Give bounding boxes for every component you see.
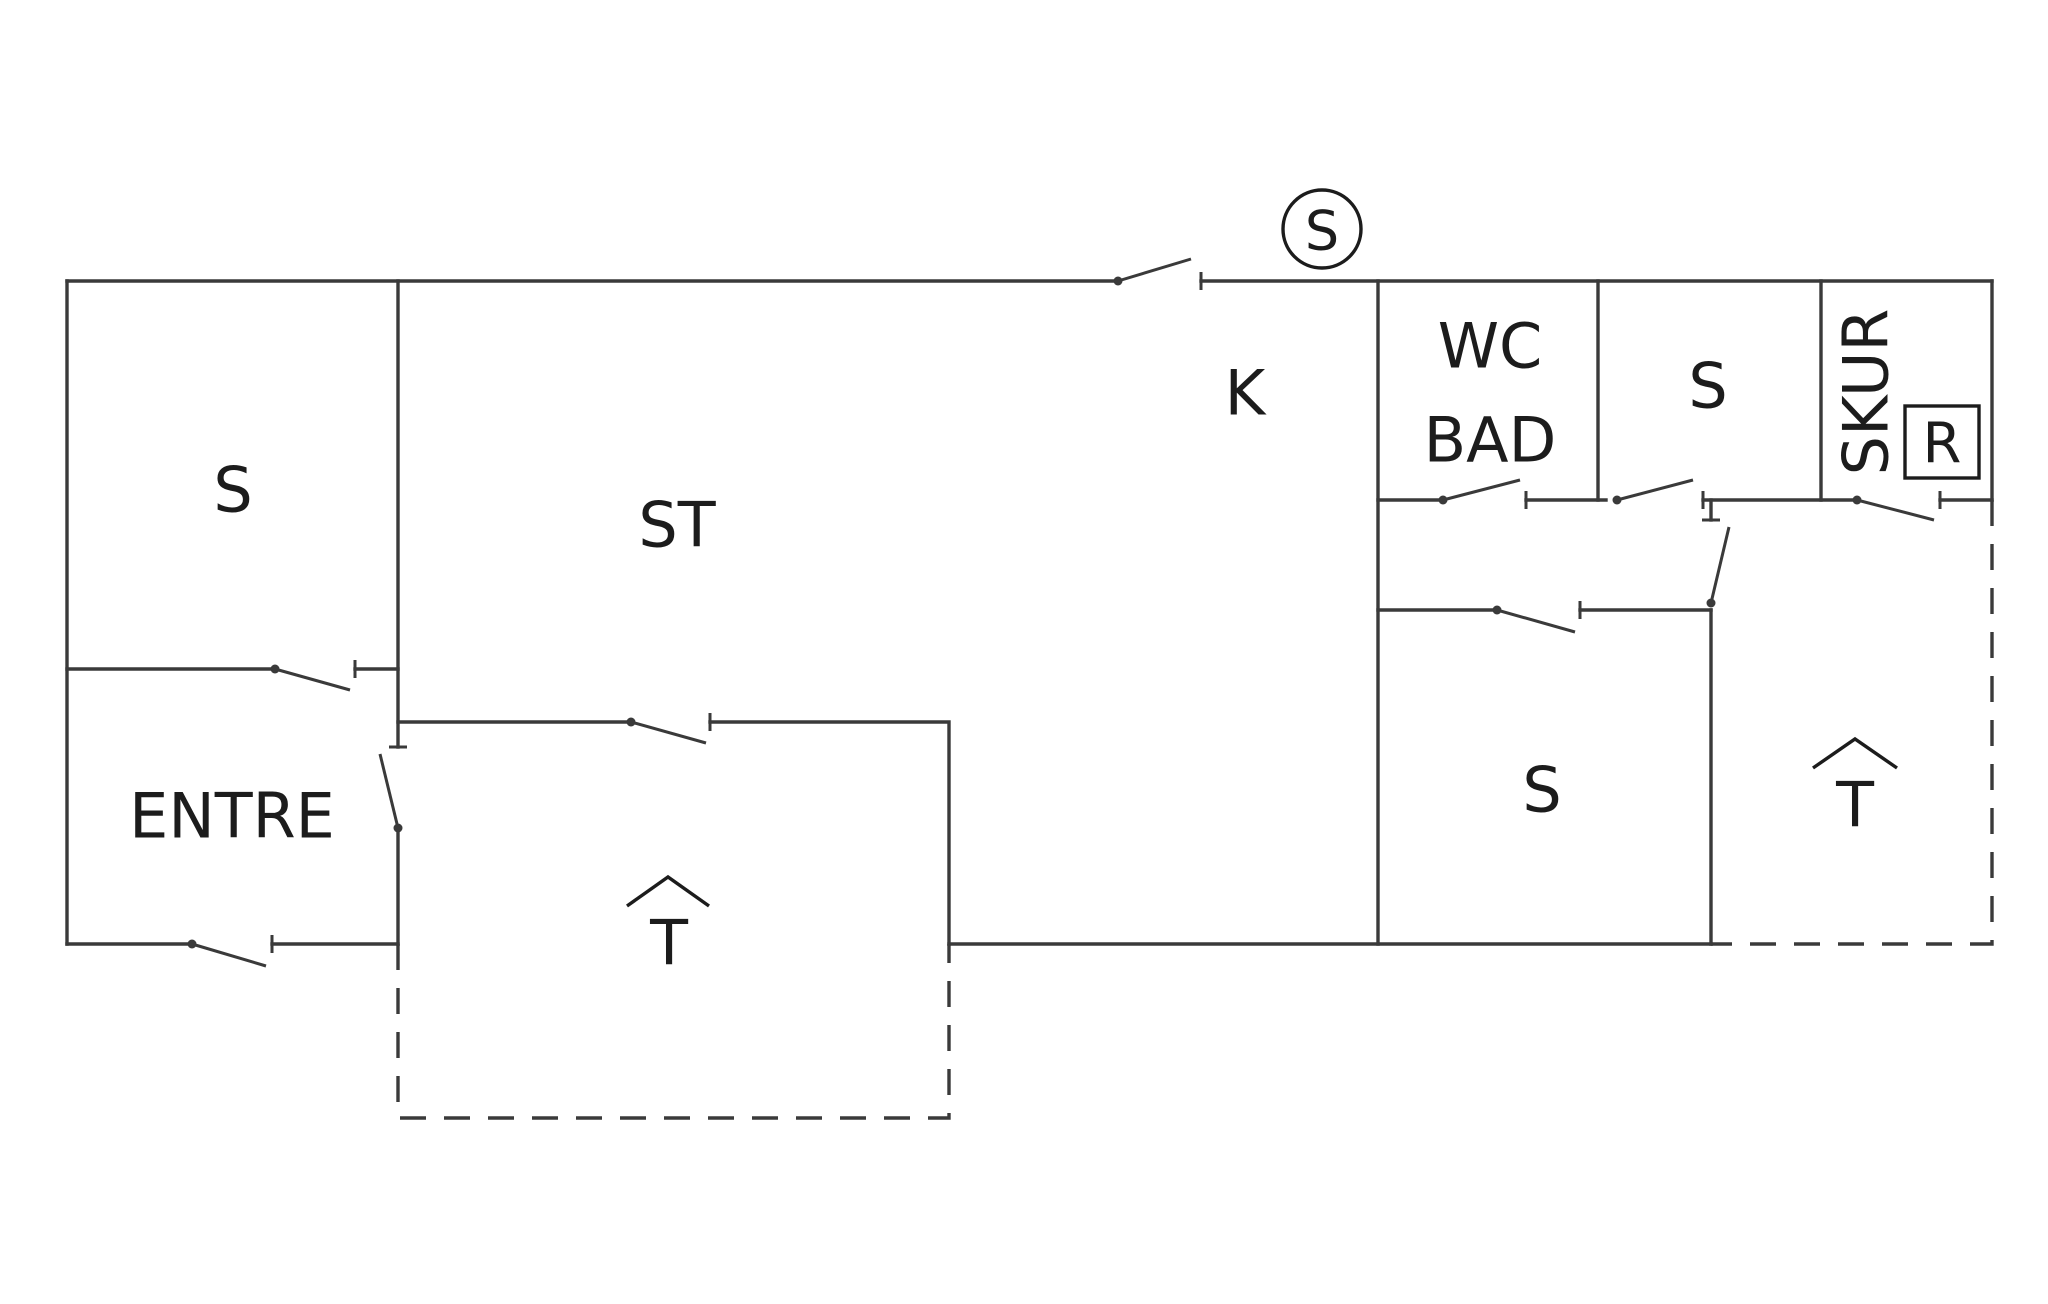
- terrace-left-arrow-icon: [626, 874, 710, 908]
- terrace-right-outline: [1711, 500, 1994, 946]
- room-label-entrance: ENTRE: [129, 780, 335, 853]
- door-main-entrance: [1113, 257, 1203, 290]
- room-labels: S ST K WC BAD S SKUR S ENTRE T T: [129, 309, 1902, 980]
- terrace-outlines: [396, 500, 1994, 1120]
- walls: [65, 279, 1994, 946]
- room-label-bad: BAD: [1424, 404, 1557, 477]
- entrance-mark-label: S: [1305, 200, 1339, 263]
- room-label-living: ST: [638, 489, 716, 562]
- door-corridor-terrace: [1702, 518, 1731, 608]
- door-s-entre: [270, 660, 357, 692]
- doors: [187, 257, 1942, 968]
- wall-terrace-top: [396, 720, 951, 946]
- room-label-bedroom-mid: S: [1688, 350, 1727, 423]
- door-wc: [1438, 478, 1528, 509]
- room-label-terrace-left: T: [649, 907, 689, 980]
- door-bedroom-right: [1492, 601, 1582, 634]
- door-s-mid: [1612, 478, 1705, 509]
- door-skur: [1852, 491, 1942, 522]
- room-label-bedroom-left: S: [213, 454, 252, 527]
- door-living-terrace: [626, 713, 712, 745]
- shed-mark-label: R: [1923, 412, 1962, 477]
- room-label-shed: SKUR: [1830, 309, 1903, 476]
- entrance-mark-circle: [1281, 188, 1363, 270]
- room-label-wc: WC: [1438, 310, 1543, 383]
- room-label-bedroom-right: S: [1522, 754, 1561, 827]
- room-label-kitchen: K: [1225, 357, 1267, 430]
- terrace-right-arrow-icon: [1812, 736, 1898, 770]
- room-label-terrace-right: T: [1835, 769, 1875, 842]
- shed-mark-box: [1903, 404, 1981, 480]
- symbols: S R: [626, 188, 1981, 908]
- door-entre-bottom: [187, 935, 274, 968]
- door-entre-living: [378, 745, 407, 833]
- terrace-left-outline: [396, 944, 951, 1120]
